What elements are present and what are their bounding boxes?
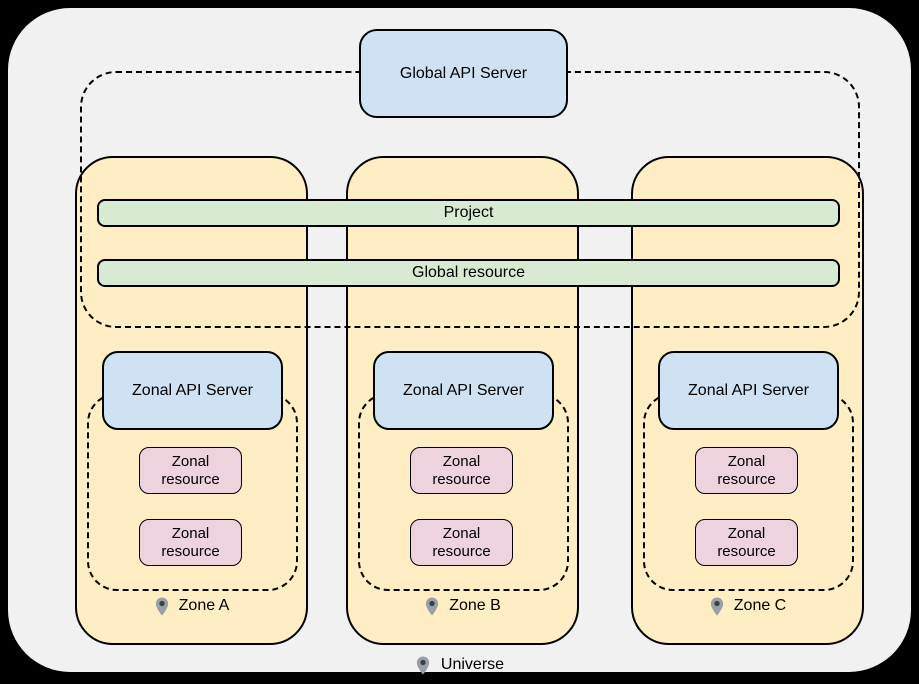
zone-c-container: Zonal API Server Zonal resource Zonal re… (631, 156, 864, 645)
zone-b-container: Zonal API Server Zonal resource Zonal re… (346, 156, 579, 645)
location-pin-icon (155, 597, 168, 615)
zone-c-zonal-resource-1: Zonal resource (695, 447, 798, 494)
location-pin-icon (426, 597, 439, 615)
universe-label-row: Universe (8, 652, 911, 678)
zone-b-label: Zone B (449, 597, 501, 614)
zone-a-label-row: Zone A (77, 593, 306, 619)
zone-b-zonal-resource-2: Zonal resource (410, 519, 513, 566)
zone-b-zonal-api-server-box: Zonal API Server (373, 351, 554, 430)
universe-label: Universe (440, 656, 505, 673)
zone-a-label: Zone A (178, 597, 230, 614)
zone-c-label-row: Zone C (633, 593, 862, 619)
location-pin-icon (710, 597, 723, 615)
zone-a-zonal-resource-1: Zonal resource (139, 447, 242, 494)
global-api-server-box: Global API Server (359, 29, 568, 118)
global-resource-bar: Global resource (97, 259, 840, 287)
zone-c-zonal-resource-2: Zonal resource (695, 519, 798, 566)
zone-a-container: Zonal API Server Zonal resource Zonal re… (75, 156, 308, 645)
universe-container: Zonal API Server Zonal resource Zonal re… (8, 8, 911, 674)
zone-a-zonal-api-server-box: Zonal API Server (102, 351, 283, 430)
zone-c-zonal-api-server-box: Zonal API Server (658, 351, 839, 430)
project-bar: Project (97, 199, 840, 227)
zone-b-label-row: Zone B (348, 593, 577, 619)
location-pin-icon (416, 656, 430, 674)
zone-a-zonal-resource-2: Zonal resource (139, 519, 242, 566)
zone-b-zonal-resource-1: Zonal resource (410, 447, 513, 494)
zone-c-label: Zone C (733, 597, 787, 614)
